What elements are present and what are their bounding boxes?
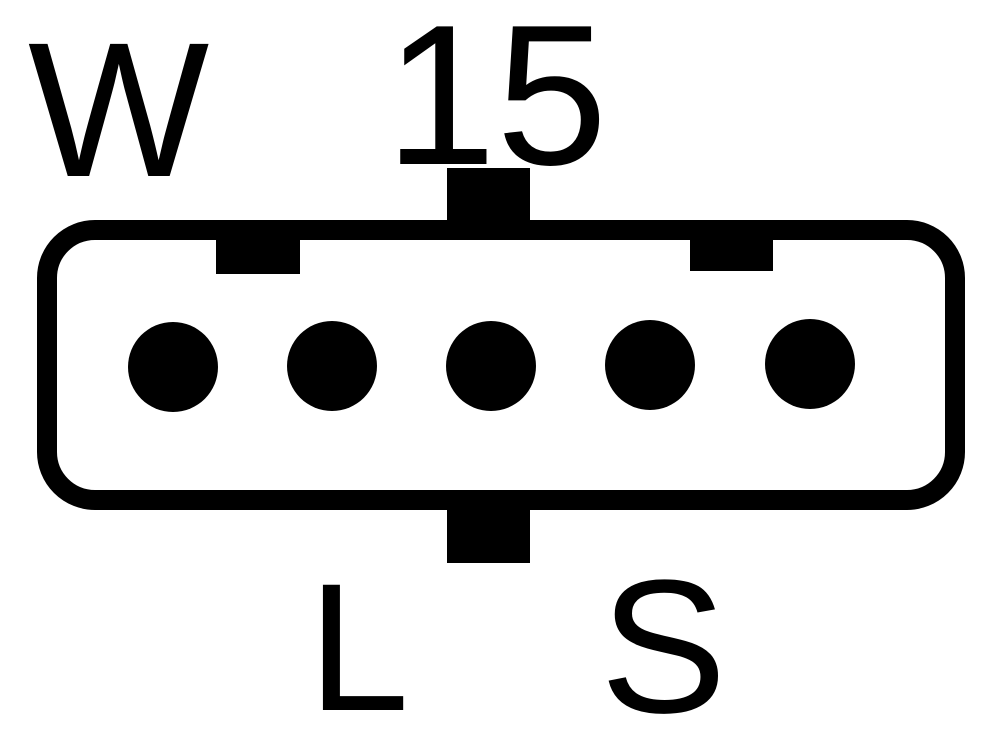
pin-5	[765, 319, 855, 409]
label-15: 15	[385, 0, 608, 207]
inner-tab-left	[216, 236, 300, 274]
pin-1	[128, 322, 218, 412]
top-key-tab	[447, 168, 530, 232]
pin-2	[287, 321, 377, 411]
bottom-key-tab	[447, 498, 530, 563]
label-s: S	[600, 541, 727, 753]
label-l: L	[308, 545, 410, 749]
inner-tab-right	[690, 236, 773, 271]
connector-diagram	[37, 168, 965, 563]
pin-4	[605, 320, 695, 410]
label-w: W	[28, 2, 210, 217]
pin-3	[446, 321, 536, 411]
